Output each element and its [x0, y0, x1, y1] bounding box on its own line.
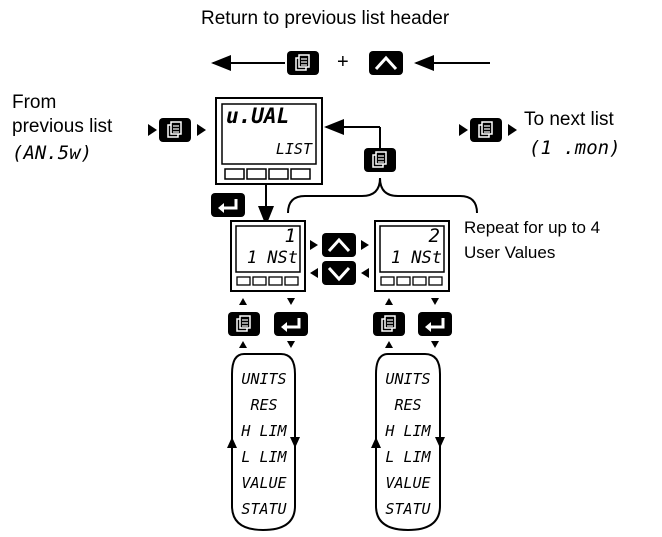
menu-2-item-res: RES — [394, 396, 422, 414]
menu-1-item-h-lim: H LIM — [241, 422, 287, 440]
display-2-bottom: 1 NSt — [390, 248, 442, 268]
bracket-page-button — [364, 148, 396, 172]
menu-1-item-res: RES — [250, 396, 278, 414]
value-display-1 — [230, 220, 306, 292]
to-label-line1: To next list — [524, 109, 614, 130]
display-1-bottom: 1 NSt — [246, 248, 298, 268]
enter-button-1 — [274, 312, 308, 336]
menu-1-item-value: VALUE — [241, 474, 287, 492]
menu-1-item-statu: STATU — [241, 500, 287, 518]
menu-1-item-units: UNITS — [241, 370, 287, 388]
from-list-code: (AN.5w) — [12, 142, 93, 164]
to-list-code: (1 .mon) — [529, 137, 621, 159]
return-label: Return to previous list header — [201, 8, 450, 29]
up-arrow-button-icon — [369, 51, 403, 75]
display-2-top: 2 — [428, 225, 440, 247]
menu-1-item-l-lim: L LIM — [241, 448, 287, 466]
page-button-icon — [287, 51, 319, 75]
main-display-top: u.UAL — [226, 104, 290, 128]
plus-sign: + — [337, 51, 349, 73]
repeat-label-line1: Repeat for up to 4 — [464, 218, 601, 237]
display-1-top: 1 — [284, 225, 296, 247]
repeat-bracket — [287, 177, 478, 214]
to-next-arrow — [459, 118, 517, 142]
enter-button-icon — [211, 193, 245, 217]
main-list-display — [215, 97, 323, 185]
repeat-label-line2: User Values — [464, 243, 556, 262]
menu-2-item-units: UNITS — [385, 370, 431, 388]
from-previous-arrow — [148, 118, 206, 142]
menu-2-item-statu: STATU — [385, 500, 431, 518]
up-arrow-icon — [322, 233, 356, 257]
menu-2-item-value: VALUE — [385, 474, 431, 492]
page-button-2 — [373, 312, 405, 336]
enter-button-2 — [418, 312, 452, 336]
page-button-1 — [228, 312, 260, 336]
loop-back-line — [324, 119, 381, 152]
main-display-bottom: LIST — [275, 140, 312, 158]
from-label-line1: From — [12, 92, 57, 113]
menu-2-item-h-lim: H LIM — [385, 422, 431, 440]
down-arrow-icon — [322, 261, 356, 285]
menu-2-item-l-lim: L LIM — [385, 448, 431, 466]
value-display-2 — [374, 220, 450, 292]
from-label-line2: previous list — [12, 116, 113, 137]
